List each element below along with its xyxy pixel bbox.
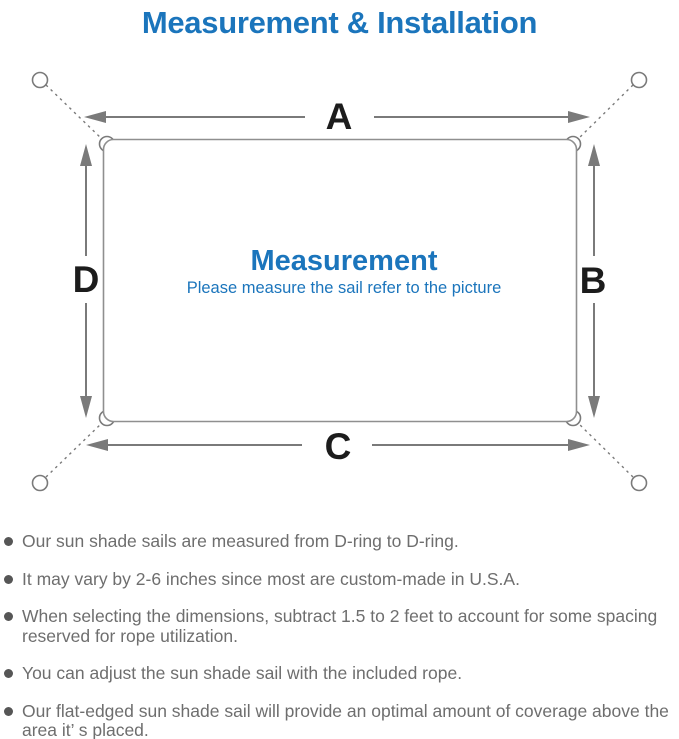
- anchor-point-icon: [31, 71, 49, 89]
- anchor-point-icon: [630, 474, 648, 492]
- dimension-arrow-b: [588, 144, 600, 418]
- note-text: It may vary by 2-6 inches since most are…: [22, 568, 520, 589]
- list-item: You can adjust the sun shade sail with t…: [4, 663, 671, 684]
- bullet-icon: [4, 574, 13, 584]
- rope-line-top-right: [575, 84, 634, 142]
- dimension-arrow-c: [86, 439, 590, 451]
- bullet-icon: [4, 537, 13, 546]
- anchor-point-icon: [31, 474, 49, 492]
- note-text: When selecting the dimensions, subtract …: [22, 606, 658, 646]
- rope-lines: [45, 84, 634, 478]
- note-text: Our flat-edged sun shade sail will provi…: [22, 700, 669, 739]
- rope-line-bottom-left: [45, 420, 105, 478]
- page-title: Measurement & Installation: [141, 5, 538, 40]
- dimension-label-b: B: [580, 260, 607, 301]
- dimension-label-a: A: [326, 96, 353, 137]
- list-item: It may vary by 2-6 inches since most are…: [4, 568, 671, 590]
- note-text: You can adjust the sun shade sail with t…: [22, 663, 463, 683]
- note-text: Our sun shade sails are measured from D-…: [22, 531, 459, 551]
- bullet-icon: [4, 669, 13, 678]
- dimension-arrow-a: [84, 111, 590, 123]
- notes-list: Our sun shade sails are measured from D-…: [4, 531, 671, 739]
- sail-outline: [102, 138, 578, 423]
- list-item: Our flat-edged sun shade sail will provi…: [4, 700, 671, 739]
- list-item: Our sun shade sails are measured from D-…: [4, 531, 671, 552]
- rope-line-bottom-right: [575, 420, 634, 478]
- list-item: When selecting the dimensions, subtract …: [4, 606, 671, 646]
- diagram-center-heading: Measurement: [251, 245, 438, 277]
- dimension-arrow-d: [80, 144, 92, 418]
- anchor-point-icon: [630, 71, 648, 89]
- dimension-label-d: D: [73, 259, 100, 300]
- bullet-icon: [4, 612, 13, 621]
- anchor-points: [31, 71, 648, 492]
- bullet-icon: [4, 706, 13, 716]
- rope-line-top-left: [45, 84, 105, 142]
- measurement-diagram: A C D B Measurement Please measure the s…: [31, 71, 648, 492]
- diagram-center-subheading: Please measure the sail refer to the pic…: [187, 279, 502, 297]
- dimension-label-c: C: [325, 426, 352, 467]
